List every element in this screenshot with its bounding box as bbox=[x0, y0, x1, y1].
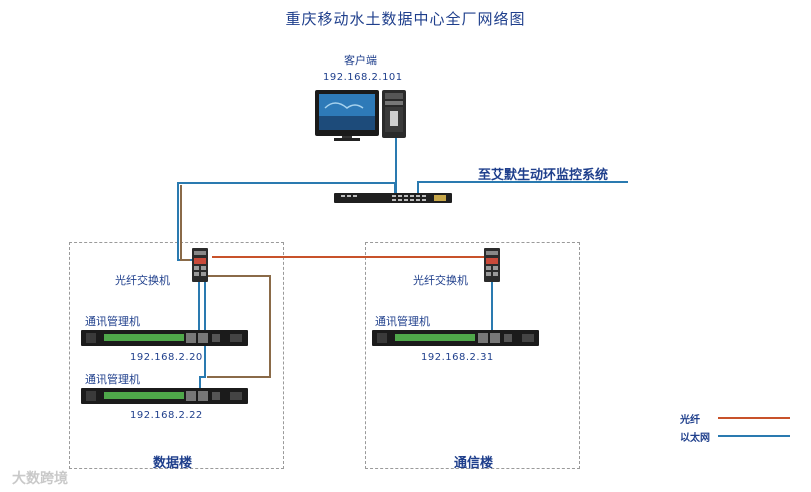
left-fiber-switch-icon bbox=[192, 248, 208, 282]
left-unit1-ip: 192.168.2.20 bbox=[130, 352, 203, 363]
left-switch-label: 光纤交换机 bbox=[115, 274, 170, 287]
watermark-text: 大数跨境 bbox=[12, 471, 68, 487]
left-unit2-ip: 192.168.2.22 bbox=[130, 410, 203, 421]
comm-unit-left-2-icon bbox=[81, 388, 248, 404]
right-switch-label: 光纤交换机 bbox=[413, 274, 468, 287]
client-tower-icon bbox=[382, 90, 406, 138]
comm-unit-left-1-icon bbox=[81, 330, 248, 346]
right-fiber-switch-icon bbox=[484, 248, 500, 282]
zone-comm-building-name: 通信楼 bbox=[454, 456, 494, 471]
left-unit1-label: 通讯管理机 bbox=[85, 315, 140, 328]
ethernet-links bbox=[177, 135, 628, 392]
left-unit2-label: 通讯管理机 bbox=[85, 373, 140, 386]
legend-fiber-label: 光纤 bbox=[680, 415, 700, 426]
right-unit1-ip: 192.168.2.31 bbox=[421, 352, 494, 363]
client-monitor-icon bbox=[315, 90, 379, 141]
zone-data-building bbox=[69, 242, 284, 469]
fiber-left-loop bbox=[180, 185, 271, 378]
ethernet-left-switch-to-unit2 bbox=[199, 281, 206, 392]
ethernet-hub-to-system bbox=[417, 181, 628, 196]
zone-comm-building bbox=[365, 242, 580, 469]
diagram-title: 重庆移动水土数据中心全厂网络图 bbox=[285, 10, 526, 28]
right-unit1-label: 通讯管理机 bbox=[375, 315, 430, 328]
comm-unit-right-1-icon bbox=[372, 330, 539, 346]
legend-ethernet-label: 以太网 bbox=[680, 433, 710, 444]
system-link-label: 至艾默生动环监控系统 bbox=[478, 168, 609, 183]
client-ip: 192.168.2.101 bbox=[323, 72, 403, 83]
client-label: 客户端 bbox=[344, 54, 377, 67]
zone-data-building-name: 数据楼 bbox=[153, 456, 193, 471]
core-switch-icon bbox=[334, 193, 452, 203]
